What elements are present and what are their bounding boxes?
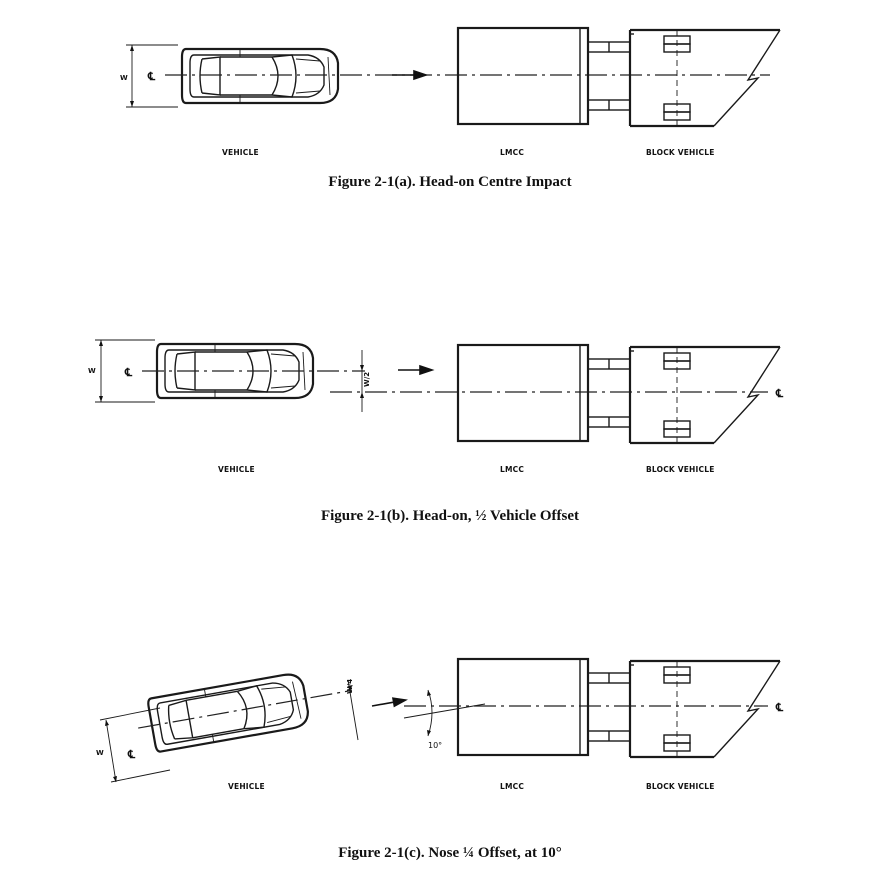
block-vehicle [628, 28, 782, 128]
lmcc-trailer [456, 343, 632, 443]
offset-symbol: W/4 [346, 679, 354, 694]
width-symbol: W [120, 74, 128, 82]
lmcc-label: LMCC [500, 148, 524, 157]
lmcc-trailer [456, 26, 632, 126]
offset-dimension: W/2 [360, 350, 371, 412]
block-vehicle [628, 345, 782, 445]
vehicle-label: VEHICLE [228, 782, 265, 791]
offset-symbol: W/2 [363, 372, 371, 387]
vehicle-top-view [180, 47, 340, 105]
angle-label: 10° [428, 741, 442, 750]
vehicle-label: VEHICLE [218, 465, 255, 474]
figure-caption: Figure 2-1(b). Head-on, ½ Vehicle Offset [321, 508, 579, 524]
lmcc-label: LMCC [500, 465, 524, 474]
lmcc-trailer [456, 657, 632, 757]
figure-caption: Figure 2-1(a). Head-on Centre Impact [328, 174, 571, 190]
figure-b: W ℄ W/2 ℄ VEHICLE LMCC BLOCK VEHICLE Fig… [88, 339, 784, 524]
offset-dimension: W/4 [346, 679, 359, 741]
direction-arrow [397, 365, 433, 375]
vehicle-top-view [138, 670, 352, 754]
block-vehicle-label: BLOCK VEHICLE [646, 782, 715, 791]
width-dimension: W [120, 44, 178, 108]
block-vehicle-label: BLOCK VEHICLE [646, 148, 715, 157]
width-dimension: W [96, 707, 171, 783]
direction-arrow [370, 695, 407, 711]
centreline-symbol-right: ℄ [775, 701, 784, 714]
figure-caption: Figure 2-1(c). Nose ¼ Offset, at 10° [338, 845, 562, 861]
figure-c: W ℄ W/4 10° ℄ VEHICLE LMCC BLOCK VEHICLE… [96, 657, 784, 861]
centreline-symbol: ℄ [147, 70, 156, 83]
lmcc-label: LMCC [500, 782, 524, 791]
width-dimension: W [88, 339, 155, 403]
block-vehicle-label: BLOCK VEHICLE [646, 465, 715, 474]
figure-a: W ℄ VEHICLE LMCC BLOCK VEHICLE Figure 2-… [120, 26, 782, 190]
block-vehicle [628, 659, 782, 759]
centreline-symbol: ℄ [127, 748, 136, 761]
width-symbol: W [96, 749, 104, 757]
direction-arrow [391, 70, 427, 80]
centreline-symbol: ℄ [124, 366, 133, 379]
angle-indicator: 10° [403, 689, 768, 750]
vehicle-label: VEHICLE [222, 148, 259, 157]
centreline-symbol-right: ℄ [775, 387, 784, 400]
width-symbol: W [88, 367, 96, 375]
